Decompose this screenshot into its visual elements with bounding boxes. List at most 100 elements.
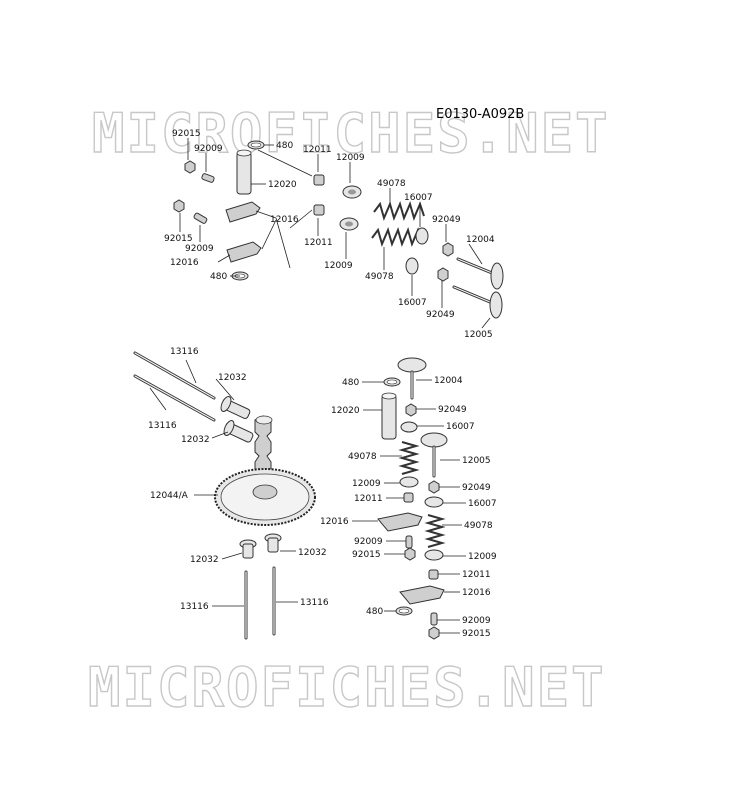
diagram-code: E0130-A092B (436, 107, 524, 122)
spring-49078-upper (373, 201, 425, 221)
seal-16007-lower (405, 257, 419, 275)
keeper-92049-upper (442, 242, 454, 257)
label-u12: 92015 (164, 234, 193, 244)
label-l8: 13116 (180, 602, 209, 612)
label-u15: 12016 (170, 258, 199, 268)
seal-16007-upper (415, 227, 429, 245)
label-u7: 49078 (377, 179, 406, 189)
nut-92015-right-lower (428, 626, 440, 640)
left-group-labels: 13116 12032 13116 12032 12044/A 12032 12… (148, 347, 329, 612)
label-u19: 16007 (398, 298, 427, 308)
upper-leader-lines (179, 138, 491, 329)
label-r10: 12011 (354, 494, 383, 504)
upper-group-parts (173, 140, 504, 319)
watermark-bottom: MICROFICHES.NET (88, 656, 606, 719)
label-r14: 92009 (354, 537, 383, 547)
label-u16: 12009 (324, 261, 353, 271)
keeper-92049-right-upper (405, 403, 417, 417)
screw-92009-upper (201, 173, 215, 183)
label-l1: 13116 (170, 347, 199, 357)
nut-92015-lower (173, 199, 185, 213)
rocker-12016-right-lower (399, 585, 445, 605)
label-r1: 480 (342, 378, 359, 388)
label-u20: 92049 (426, 310, 455, 320)
nut-92015-right-upper (404, 547, 416, 561)
upper-group-labels: 92015 92009 480 12011 12009 12020 49078 … (164, 129, 495, 340)
left-leader-lines (149, 359, 298, 607)
retainer-12009-right-lower (424, 549, 444, 561)
label-u13: 12011 (304, 238, 333, 248)
cap-12011-right-upper (403, 492, 414, 503)
valve-12004-upper (490, 262, 504, 290)
label-u17: 49078 (365, 272, 394, 282)
label-r3: 12020 (331, 406, 360, 416)
right-leader-lines (352, 379, 466, 634)
rocker-arm-12016-upper (225, 201, 261, 223)
label-r9: 92049 (462, 483, 491, 493)
label-u1: 92015 (172, 129, 201, 139)
label-r15: 92015 (352, 550, 381, 560)
label-u8: 16007 (404, 193, 433, 203)
label-u11: 12004 (466, 235, 495, 245)
watermark-top: MICROFICHES.NET (92, 102, 610, 165)
label-u10: 92049 (432, 215, 461, 225)
cap-12011-upper (313, 174, 325, 186)
label-u3: 480 (276, 141, 293, 151)
valve-12005-right (420, 432, 448, 448)
right-group-parts (377, 357, 448, 640)
label-r11: 16007 (468, 499, 497, 509)
nut-92015-upper (184, 160, 196, 174)
spring-49078-lower (371, 227, 423, 247)
tappet-12020-right (381, 394, 397, 440)
screw-92009-right-upper (405, 535, 413, 549)
valve-12005-upper (489, 291, 503, 319)
right-group-labels: 480 12004 12020 92049 16007 49078 12005 … (320, 376, 497, 639)
label-r21: 92015 (462, 629, 491, 639)
label-r2: 12004 (434, 376, 463, 386)
label-u14: 92009 (185, 244, 214, 254)
label-r20: 92009 (462, 616, 491, 626)
label-r17: 12011 (462, 570, 491, 580)
retainer-12009-right-upper (399, 476, 419, 488)
label-l2: 12032 (218, 373, 247, 383)
spring-49078-right-upper (398, 441, 420, 475)
label-l5: 12044/A (150, 491, 189, 501)
label-u6: 12020 (268, 180, 297, 190)
label-r13: 49078 (464, 521, 493, 531)
label-r7: 12005 (462, 456, 491, 466)
spring-49078-right-lower (424, 514, 446, 548)
rocker-12016-right-upper (377, 512, 423, 532)
label-r4: 92049 (438, 405, 467, 415)
label-u5: 12009 (336, 153, 365, 163)
label-r18: 12016 (462, 588, 491, 598)
label-l4: 12032 (181, 435, 210, 445)
seal-16007-right-lower (424, 496, 444, 508)
label-u2: 92009 (194, 144, 223, 154)
cap-12011-lower (313, 204, 325, 216)
left-group-parts (133, 351, 316, 640)
label-l7: 12032 (298, 548, 327, 558)
cap-12011-right-lower (428, 569, 439, 580)
label-u4: 12011 (303, 145, 332, 155)
label-u9: 12016 (270, 215, 299, 225)
rocker-arm-12016-lower (226, 241, 262, 263)
label-r5: 16007 (446, 422, 475, 432)
label-r19: 480 (366, 607, 383, 617)
label-u18: 480 (210, 272, 227, 282)
label-r6: 49078 (348, 452, 377, 462)
label-l6: 12032 (190, 555, 219, 565)
valve-12004-right (397, 357, 427, 373)
screw-92009-lower (193, 212, 208, 224)
label-u21: 12005 (464, 330, 493, 340)
screw-92009-right-lower (430, 612, 438, 626)
label-l3: 13116 (148, 421, 177, 431)
tappet-12020 (236, 151, 252, 195)
label-r16: 12009 (468, 552, 497, 562)
seal-16007-right-upper (400, 421, 418, 433)
label-r12: 12016 (320, 517, 349, 527)
keeper-92049-lower (437, 267, 449, 282)
label-l9: 13116 (300, 598, 329, 608)
keeper-92049-right-lower (428, 480, 440, 494)
label-r8: 12009 (352, 479, 381, 489)
